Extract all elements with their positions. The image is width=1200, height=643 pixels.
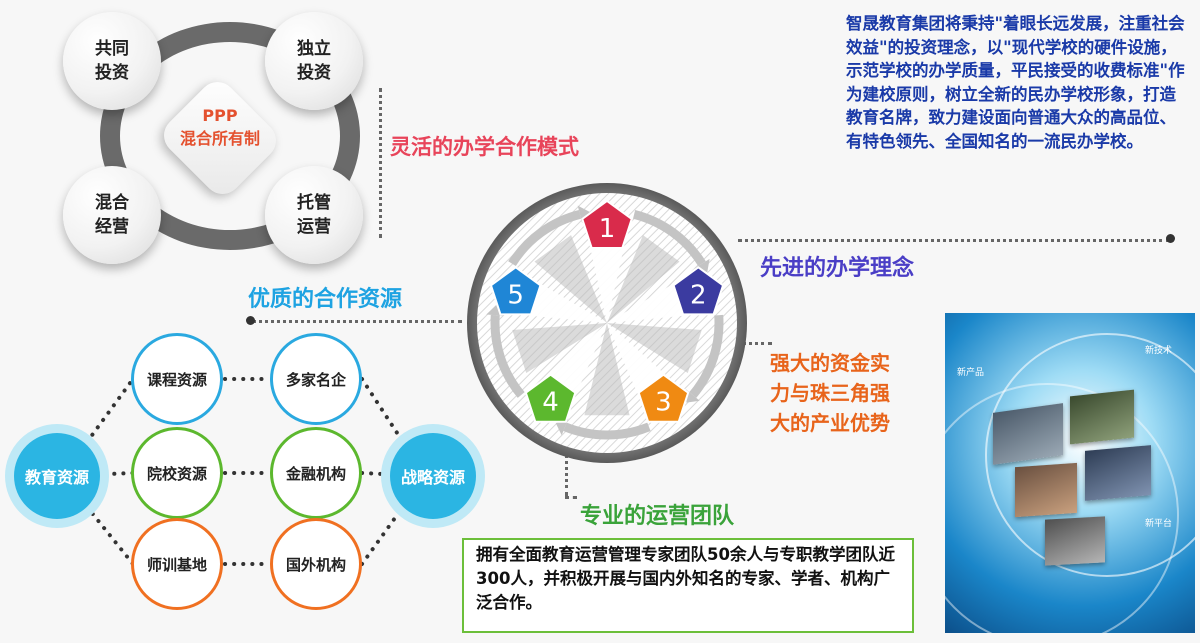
photo-tile	[993, 403, 1063, 465]
pentagon-number: 4	[542, 388, 559, 418]
photo-tile	[1085, 445, 1151, 501]
pentagon-shape	[637, 373, 690, 423]
pentagon-shape	[581, 199, 633, 250]
cycle-arrow	[508, 209, 582, 267]
resource-network-lines	[85, 377, 405, 566]
pentagon-shape	[524, 373, 577, 423]
connector-capital	[742, 342, 772, 345]
title-advanced-philosophy: 先进的办学理念	[760, 256, 915, 281]
divider-dotted	[379, 88, 382, 238]
resource-link	[360, 504, 405, 566]
advanced-philosophy-text: 智晟教育集团将秉持"着眼长远发展，注重社会效益"的投资理念，以"现代学校的硬件设…	[846, 14, 1185, 151]
hub-education-resources: 教育资源	[14, 433, 100, 519]
resource-node-left-1: 课程资源	[131, 333, 223, 425]
wheel-ray-shadow	[512, 323, 607, 373]
connector-team-h	[565, 496, 577, 499]
wheel-ray-shadow	[607, 235, 680, 323]
photo-tile	[1015, 462, 1077, 518]
connector-advanced	[738, 239, 1170, 242]
wheel-step-1: 1	[581, 199, 633, 250]
team-description-box: 拥有全面教育运营管理专家团队50余人与专职教学团队近300人，并积极开展与国内外…	[462, 538, 914, 633]
cycle-arrow	[490, 314, 525, 398]
photo-tile	[1070, 389, 1134, 445]
resource-link	[360, 377, 405, 445]
model-label: 托管运营	[297, 193, 331, 237]
resource-node-left-3: 师训基地	[131, 518, 223, 610]
model-trust-operation: 托管运营	[265, 166, 363, 264]
model-mixed-operation: 混合经营	[63, 166, 161, 264]
wheel-step-5: 5	[489, 266, 542, 316]
resource-link	[85, 504, 135, 566]
connector-dot	[246, 316, 255, 325]
hub-strategic-resources: 战略资源	[390, 433, 476, 519]
photo-label-new-product: 新产品	[957, 368, 985, 378]
cycle-arrow	[689, 314, 724, 398]
cycle-arrow-head	[577, 205, 590, 224]
pentagon-shape	[672, 266, 725, 316]
model-label: 共同投资	[95, 39, 129, 83]
model-joint-investment: 共同投资	[63, 12, 161, 110]
wheel-diagram: 1 2 3 4 5	[467, 183, 747, 463]
title-capital-strength: 强大的资金实 力与珠三角强 大的产业优势	[770, 351, 890, 435]
resource-node-right-3: 国外机构	[270, 518, 362, 610]
pentagon-number: 1	[599, 214, 616, 244]
wheel-ray-shadow	[607, 323, 702, 373]
cycle-arrow	[563, 422, 651, 440]
pentagon-shape	[489, 266, 542, 316]
model-label: 独立投资	[297, 39, 331, 83]
tech-globe-image: 新产品 新技术 新平台	[945, 313, 1195, 633]
photo-tile	[1045, 516, 1105, 566]
resource-node-right-2: 金融机构	[270, 427, 362, 519]
model-independent-investment: 独立投资	[265, 12, 363, 110]
title-operation-team: 专业的运营团队	[580, 504, 735, 529]
photo-label-new-platform: 新平台	[1145, 519, 1173, 529]
wheel-step-3: 3	[637, 373, 690, 423]
wheel-ray	[585, 227, 629, 323]
wheel-ray-shadow	[534, 235, 607, 323]
pentagon-number: 3	[655, 388, 672, 418]
title-flexible-mode: 灵活的办学合作模式	[390, 135, 579, 159]
photo-label-new-tech: 新技术	[1145, 346, 1173, 356]
resource-link	[85, 377, 135, 445]
wheel-step-4: 4	[524, 373, 577, 423]
resource-node-left-2: 院校资源	[131, 427, 223, 519]
cycle-arrow	[632, 209, 706, 267]
globe-arc	[945, 383, 1179, 633]
cycle-arrow-head	[685, 389, 700, 403]
connector-dot	[1166, 234, 1175, 243]
pentagon-number: 5	[507, 280, 524, 310]
model-label: 混合经营	[95, 193, 129, 237]
title-quality-resources: 优质的合作资源	[248, 287, 403, 312]
pentagon-number: 2	[690, 280, 707, 310]
connector-quality	[252, 320, 462, 323]
wheel-ray-shadow	[584, 323, 630, 416]
wheel-step-2: 2	[672, 266, 725, 316]
resource-node-right-1: 多家名企	[270, 333, 362, 425]
